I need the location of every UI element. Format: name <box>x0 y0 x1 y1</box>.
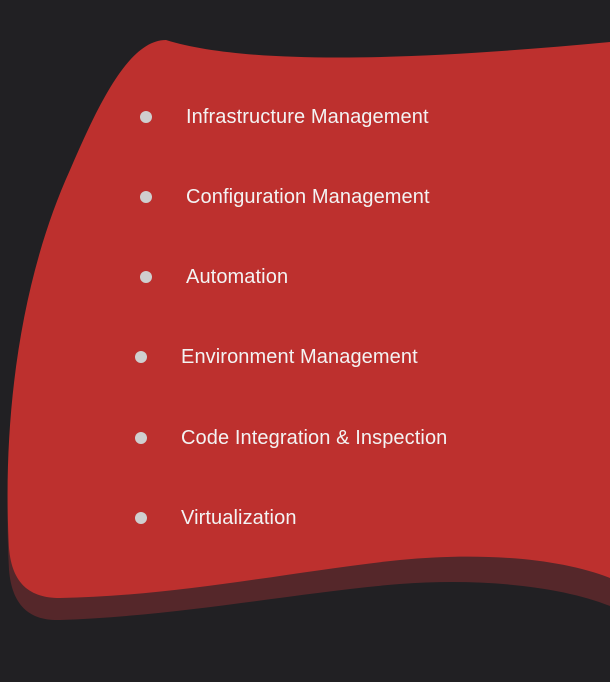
bullet-dot-icon <box>140 111 152 123</box>
item-label: Environment Management <box>181 345 418 368</box>
item-label: Automation <box>186 265 289 288</box>
list-item: Automation <box>140 262 288 292</box>
bullet-dot-icon <box>135 351 147 363</box>
item-label: Infrastructure Management <box>186 105 429 128</box>
item-label: Code Integration & Inspection <box>181 426 448 449</box>
bullet-dot-icon <box>135 432 147 444</box>
bullet-dot-icon <box>140 271 152 283</box>
list-item: Environment Management <box>135 342 418 372</box>
bullet-dot-icon <box>135 512 147 524</box>
list-item: Virtualization <box>135 503 297 533</box>
item-label: Configuration Management <box>186 185 430 208</box>
list-item: Configuration Management <box>140 182 430 212</box>
list-item: Code Integration & Inspection <box>135 423 447 453</box>
item-label: Virtualization <box>181 506 297 529</box>
list-item: Infrastructure Management <box>140 102 429 132</box>
banner-fill <box>7 40 610 598</box>
bullet-dot-icon <box>140 191 152 203</box>
